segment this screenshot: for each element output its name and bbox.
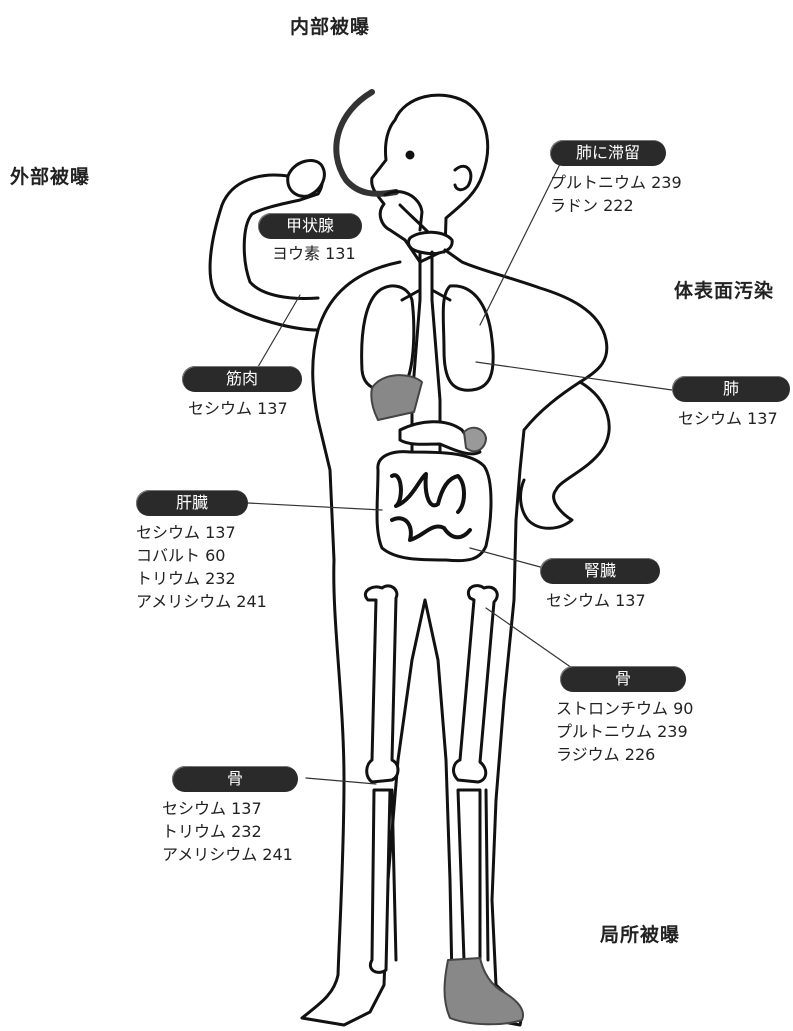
nuclide-item: セシウム 137 xyxy=(188,397,302,420)
nuclide-item: セシウム 137 xyxy=(136,521,267,544)
label-lung: 肺 セシウム 137 xyxy=(672,376,790,430)
nuclide-item: トリウム 232 xyxy=(136,567,267,590)
nuclide-list: ヨウ素 131 xyxy=(258,242,362,265)
right-lung xyxy=(443,286,493,390)
nuclide-item: プルトニウム 239 xyxy=(556,720,693,743)
region-surface-contamination: 体表面汚染 xyxy=(674,276,774,303)
ear xyxy=(455,166,471,189)
label-bone-left: 骨 セシウム 137 トリウム 232 アメリシウム 241 xyxy=(172,766,298,866)
kidney-shade xyxy=(464,428,486,452)
eye xyxy=(407,152,413,158)
label-thyroid: 甲状腺 ヨウ素 131 xyxy=(258,213,362,265)
organ-pill-lung-retention: 肺に滞留 xyxy=(550,140,666,166)
organ-pill-bone-left: 骨 xyxy=(172,766,298,792)
nuclide-list: プルトニウム 239 ラドン 222 xyxy=(550,171,682,217)
femur-left xyxy=(365,586,398,782)
femur-right xyxy=(454,586,498,782)
nuclide-item: セシウム 137 xyxy=(546,589,660,612)
nuclide-item: セシウム 137 xyxy=(162,797,298,820)
nuclide-item: ラジウム 226 xyxy=(556,743,693,766)
nuclide-item: コバルト 60 xyxy=(136,544,267,567)
nuclide-item: アメリシウム 241 xyxy=(136,590,267,613)
organ-pill-kidney: 腎臓 xyxy=(540,558,660,584)
nuclide-item: セシウム 137 xyxy=(678,407,790,430)
nuclide-item: トリウム 232 xyxy=(162,820,298,843)
region-local-exposure: 局所被曝 xyxy=(600,920,680,947)
organ-pill-bone-right: 骨 xyxy=(560,666,686,692)
label-muscle: 筋肉 セシウム 137 xyxy=(182,366,302,420)
nuclide-list: セシウム 137 トリウム 232 アメリシウム 241 xyxy=(162,797,298,866)
liver-shape xyxy=(371,375,422,420)
label-liver: 肝臓 セシウム 137 コバルト 60 トリウム 232 アメリシウム 241 xyxy=(136,490,267,613)
arm-hip xyxy=(521,382,610,528)
nuclide-item: アメリシウム 241 xyxy=(162,843,298,866)
organ-pill-liver: 肝臓 xyxy=(136,490,248,516)
label-kidney: 腎臓 セシウム 137 xyxy=(540,558,660,612)
label-bone-right: 骨 ストロンチウム 90 プルトニウム 239 ラジウム 226 xyxy=(560,666,693,766)
nuclide-list: セシウム 137 xyxy=(188,397,302,420)
region-internal-exposure: 内部被曝 xyxy=(290,12,370,39)
nuclide-list: セシウム 137 xyxy=(546,589,660,612)
tibia-left xyxy=(370,790,390,972)
nuclide-item: ラドン 222 xyxy=(550,194,682,217)
tibia-right xyxy=(458,790,480,966)
organ-pill-muscle: 筋肉 xyxy=(182,366,302,392)
foot-shaded xyxy=(445,958,524,1024)
label-lung-retention: 肺に滞留 プルトニウム 239 ラドン 222 xyxy=(550,140,682,217)
nuclide-list: セシウム 137 xyxy=(678,407,790,430)
organ-pill-lung: 肺 xyxy=(672,376,790,402)
nuclide-item: ヨウ素 131 xyxy=(272,242,362,265)
nuclide-item: ストロンチウム 90 xyxy=(556,697,693,720)
organ-pill-thyroid: 甲状腺 xyxy=(258,213,362,239)
region-external-exposure: 外部被曝 xyxy=(10,162,90,189)
nuclide-list: セシウム 137 コバルト 60 トリウム 232 アメリシウム 241 xyxy=(136,521,267,613)
nuclide-list: ストロンチウム 90 プルトニウム 239 ラジウム 226 xyxy=(556,697,693,766)
nuclide-item: プルトニウム 239 xyxy=(550,171,682,194)
